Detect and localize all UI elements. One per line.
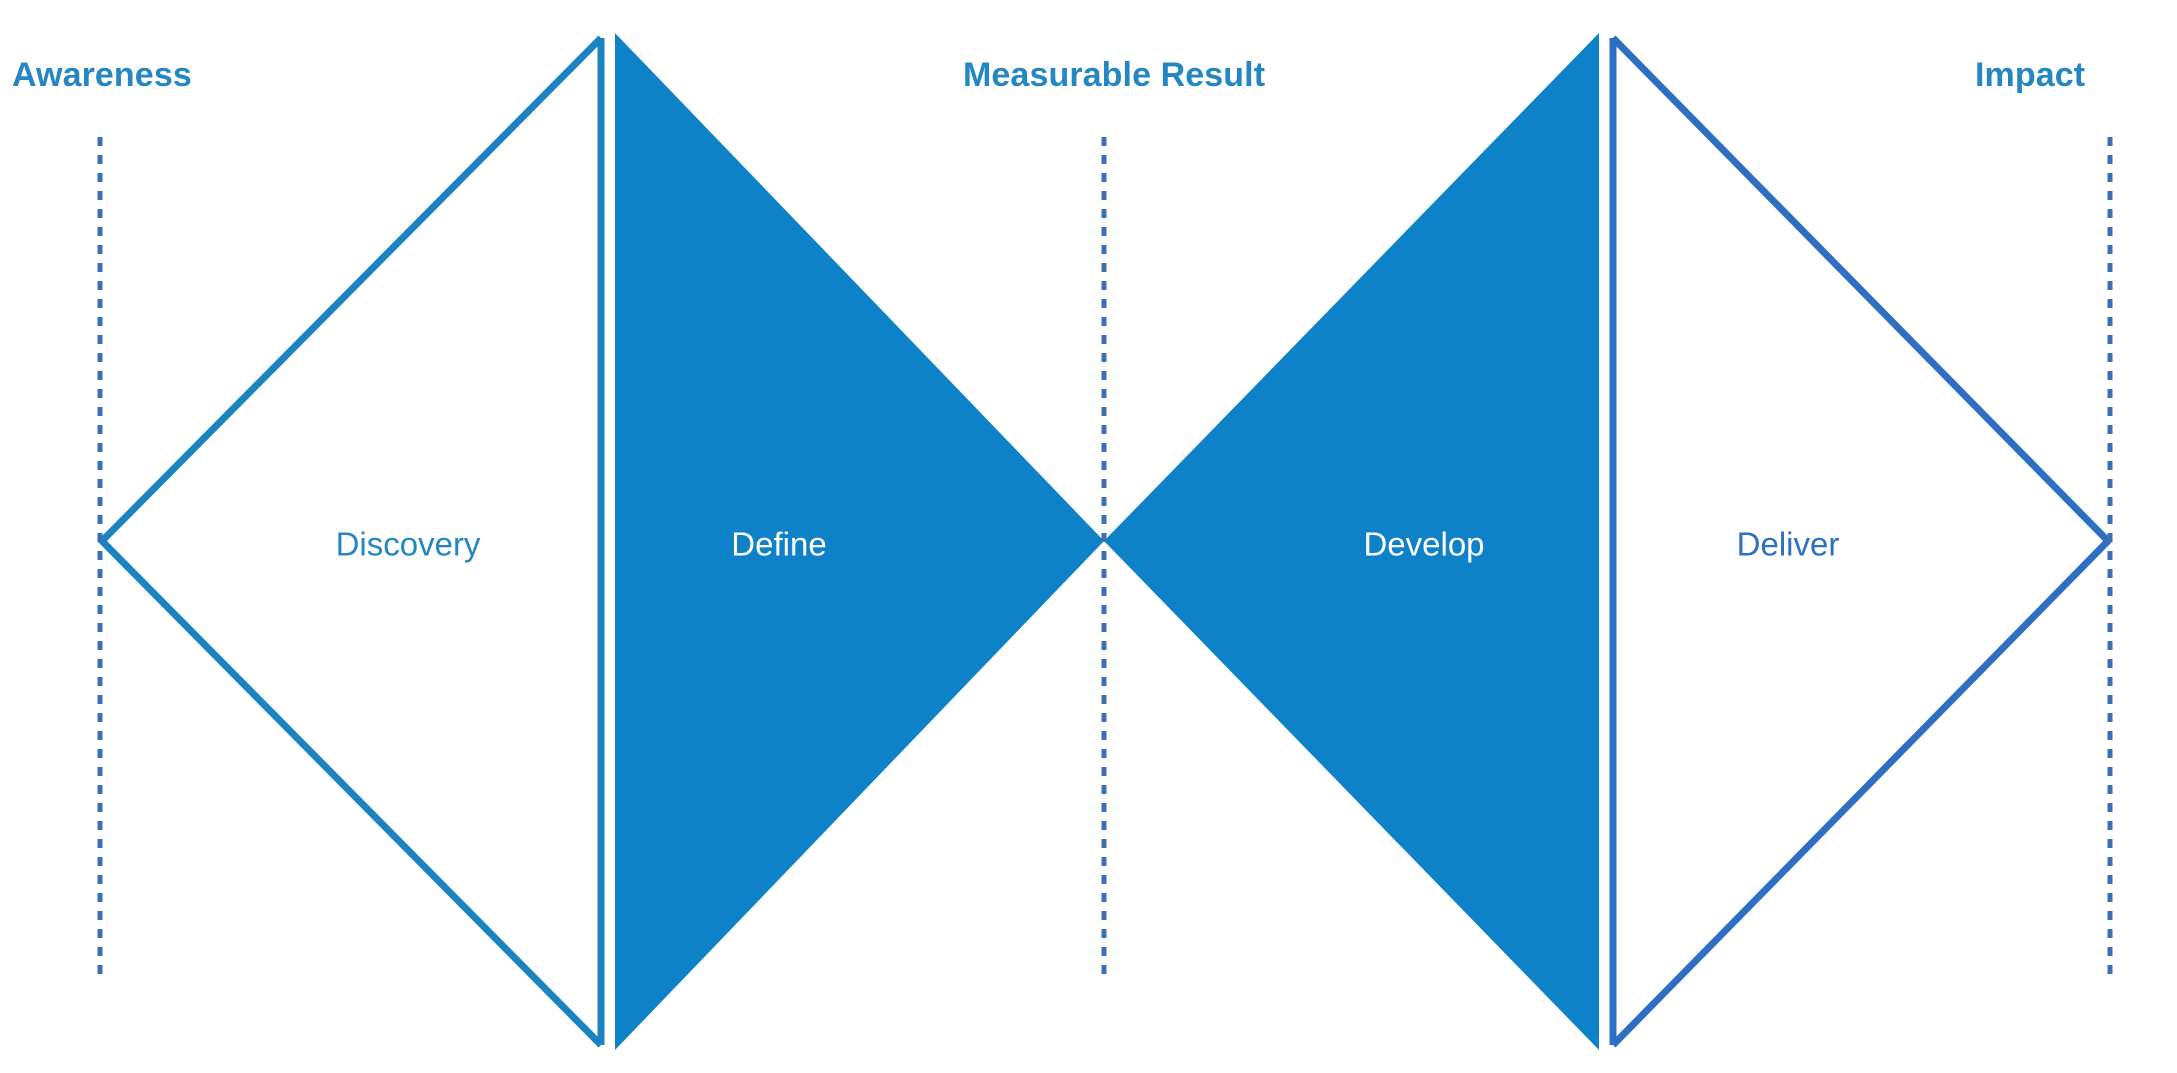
- phase-shape-deliver[interactable]: [1609, 35, 2113, 1048]
- milestone-label-awareness: Awareness: [12, 56, 192, 94]
- deliver-outline-path: [1610, 35, 2113, 1048]
- milestone-label-impact: Impact: [1975, 56, 2086, 94]
- phase-shape-define[interactable]: [615, 33, 1104, 1050]
- phase-shape-develop[interactable]: [1104, 33, 1599, 1050]
- phase-label-develop: Develop: [1363, 525, 1485, 563]
- phase-label-deliver: Deliver: [1736, 525, 1840, 563]
- phase-label-discovery: Discovery: [335, 525, 481, 563]
- milestone-label-measurable-result: Measurable Result: [963, 56, 1266, 94]
- phase-label-define: Define: [731, 525, 827, 563]
- develop-filled-path: [1104, 33, 1599, 1050]
- define-filled-path: [615, 33, 1104, 1050]
